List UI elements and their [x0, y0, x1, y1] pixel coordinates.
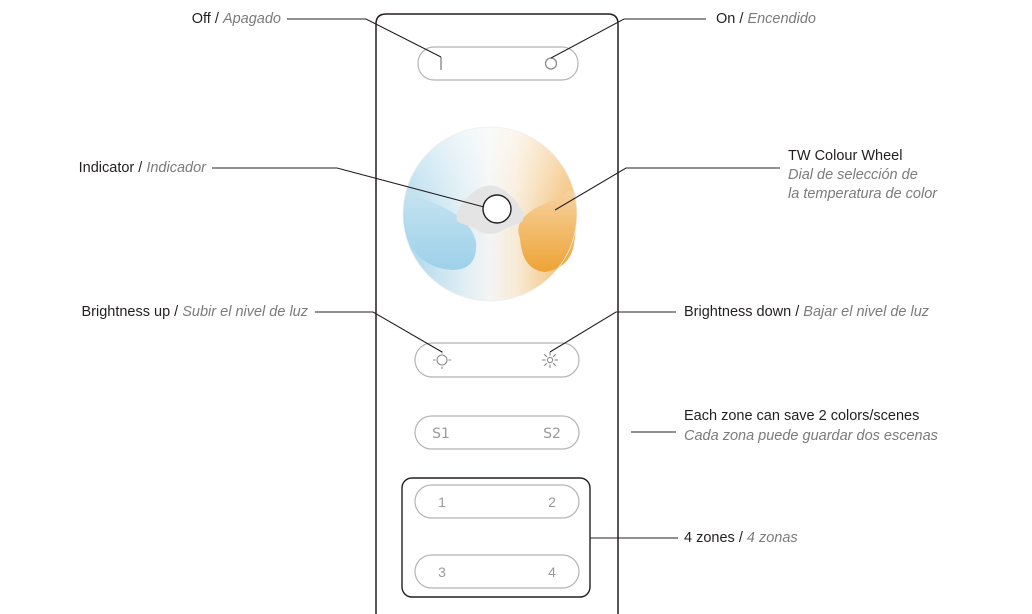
- wheel-label: TW Colour Wheel Dial de selección de la …: [788, 147, 937, 203]
- brightness-button[interactable]: [414, 342, 580, 378]
- cool-lobe: [404, 190, 477, 270]
- on-label: On / Encendido: [716, 11, 816, 27]
- indicator-label: Indicator / Indicador: [78, 160, 206, 176]
- zone-button-1-2[interactable]: 1 2: [414, 484, 580, 519]
- zones-label-en: 4 zones: [684, 530, 735, 546]
- indicator-label-en: Indicator: [78, 160, 135, 176]
- scene-s2-label: S2: [543, 426, 561, 442]
- brightness-down-label: Brightness down / Bajar el nivel de luz: [684, 304, 930, 320]
- brightness-up-label-es: Subir el nivel de luz: [182, 304, 308, 320]
- on-off-button[interactable]: [417, 46, 579, 81]
- brightness-up-label-en: Brightness up: [81, 304, 171, 320]
- indicator-label-es: Indicador: [146, 160, 206, 176]
- indicator-leader: [212, 167, 485, 208]
- leader-lines: [212, 18, 780, 539]
- on-label-es: Encendido: [747, 11, 816, 27]
- wheel-label-es-line2: la temperatura de color: [788, 186, 938, 202]
- brightness-down-leader: [549, 311, 676, 353]
- warm-lobe: [518, 190, 577, 272]
- zones-label: 4 zones / 4 zonas: [684, 530, 798, 546]
- wheel-label-es-line1: Dial de selección de: [788, 167, 918, 183]
- off-label: Off / Apagado: [191, 11, 281, 27]
- scenes-label: Each zone can save 2 colors/scenes Cada …: [684, 407, 938, 445]
- scene-s1-label: S1: [432, 426, 450, 442]
- zone-4-label: 4: [548, 564, 556, 580]
- scenes-label-en: Each zone can save 2 colors/scenes: [684, 408, 920, 424]
- off-label-en: Off: [191, 11, 211, 27]
- zone-button-3-4[interactable]: 3 4: [414, 554, 580, 589]
- brightness-down-icon: [542, 352, 558, 368]
- scenes-label-es: Cada zona puede guardar dos escenas: [684, 428, 938, 444]
- scene-button[interactable]: S1 S2: [414, 415, 580, 450]
- brightness-up-leader: [315, 311, 443, 353]
- indicator-ring: [482, 194, 512, 224]
- on-label-en: On: [716, 11, 736, 27]
- on-leader: [550, 18, 706, 59]
- wheel-leader: [554, 167, 780, 211]
- zone-2-label: 2: [548, 494, 556, 510]
- brightness-up-label: Brightness up / Subir el nivel de luz: [81, 304, 308, 320]
- remote-body: [375, 13, 619, 614]
- zones-label-es: 4 zonas: [746, 530, 798, 546]
- wheel-label-en: TW Colour Wheel: [788, 148, 903, 164]
- brightness-down-label-es: Bajar el nivel de luz: [803, 304, 930, 320]
- off-label-es: Apagado: [222, 11, 281, 27]
- zone-1-label: 1: [438, 494, 446, 510]
- off-leader: [287, 18, 442, 58]
- zone-3-label: 3: [438, 564, 446, 580]
- brightness-down-label-en: Brightness down: [684, 304, 792, 320]
